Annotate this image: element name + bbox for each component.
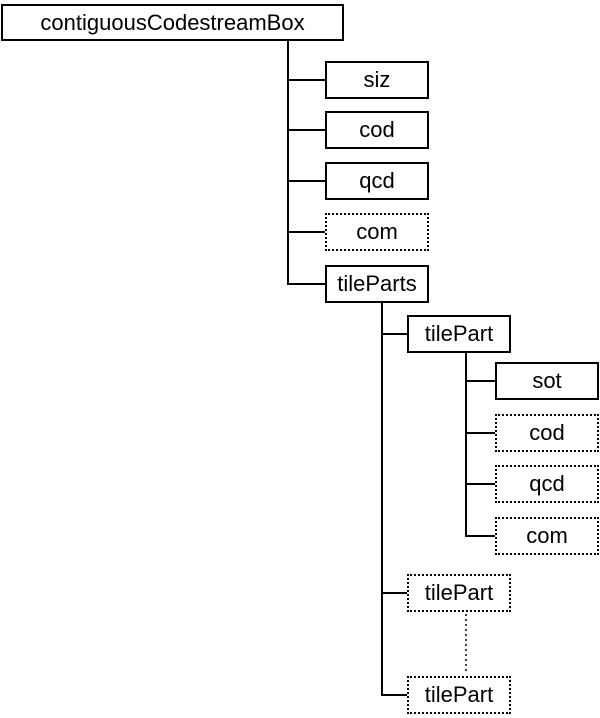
node-tilepart-n-label: tilePart [424, 682, 494, 707]
node-cod-label: cod [359, 117, 395, 142]
node-qcd: qcd [325, 162, 429, 200]
node-tileparts: tileParts [325, 265, 429, 303]
node-com-label: com [356, 219, 398, 244]
node-com: com [325, 213, 429, 251]
node-siz-label: siz [363, 67, 391, 92]
node-tp-qcd: qcd [495, 465, 599, 503]
node-tilepart-1-label: tilePart [424, 321, 494, 346]
node-siz: siz [325, 61, 429, 99]
node-tp-qcd-label: qcd [529, 471, 565, 496]
node-tp-cod: cod [495, 414, 599, 452]
node-tp-com-label: com [526, 523, 568, 548]
node-root: contiguousCodestreamBox [1, 4, 344, 41]
node-tp-com: com [495, 517, 599, 555]
node-sot: sot [495, 362, 599, 400]
node-tilepart-n: tilePart [407, 676, 511, 714]
node-tilepart-2-label: tilePart [424, 580, 494, 605]
node-root-label: contiguousCodestreamBox [40, 9, 305, 35]
node-qcd-label: qcd [359, 168, 395, 193]
node-tilepart-2: tilePart [407, 574, 511, 612]
node-tp-cod-label: cod [529, 420, 565, 445]
node-cod: cod [325, 111, 429, 149]
node-tilepart-1: tilePart [407, 315, 511, 353]
node-sot-label: sot [532, 368, 562, 393]
node-tileparts-label: tileParts [337, 271, 417, 296]
